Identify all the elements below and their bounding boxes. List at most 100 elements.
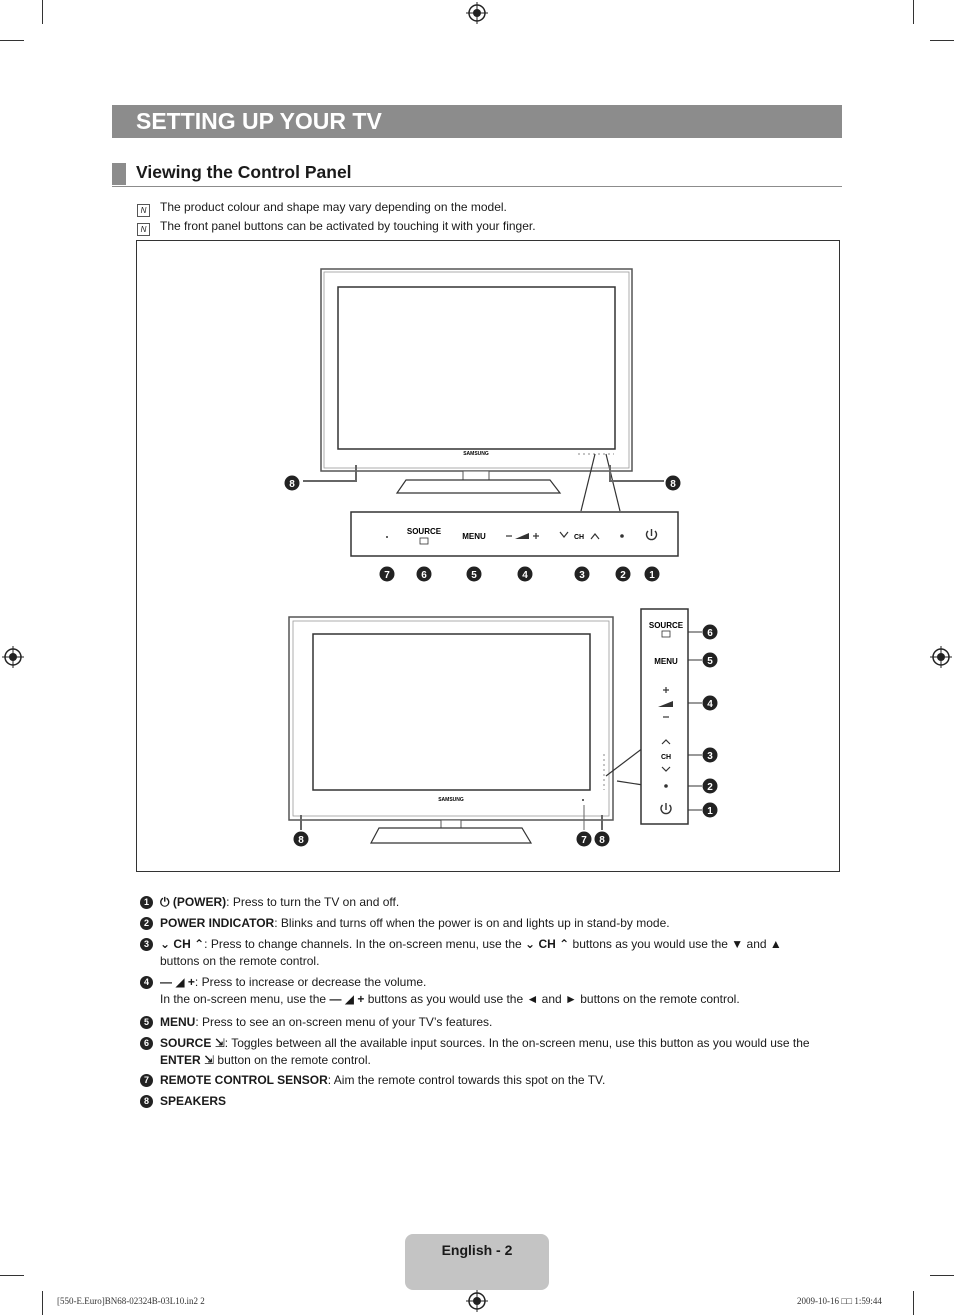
- volume-icon: — ◢ +: [160, 975, 195, 989]
- callout-2: 2: [615, 566, 631, 582]
- item-label: CH: [173, 937, 191, 951]
- item-number: 8: [140, 1095, 153, 1108]
- svg-text:8: 8: [670, 479, 676, 490]
- description-item: 7 REMOTE CONTROL SENSOR: Aim the remote …: [140, 1072, 840, 1089]
- page-number-tab: English - 2: [405, 1234, 549, 1290]
- item-number: 5: [140, 1016, 153, 1029]
- svg-text:8: 8: [599, 835, 605, 846]
- item-text: : Press to turn the TV on and off.: [226, 895, 400, 909]
- svg-text:6: 6: [707, 628, 713, 639]
- callout-3: 3: [702, 747, 718, 763]
- svg-text:3: 3: [707, 751, 713, 762]
- item-label: CH: [538, 937, 556, 951]
- item-text: button on the remote control.: [217, 1053, 371, 1067]
- description-item: 8 SPEAKERS: [140, 1093, 840, 1110]
- svg-text:2: 2: [707, 782, 713, 793]
- svg-text:1: 1: [707, 806, 713, 817]
- item-text: : Aim the remote control towards this sp…: [327, 1073, 606, 1087]
- item-label: REMOTE CONTROL SENSOR: [160, 1073, 328, 1087]
- item-text: : Toggles between all the available inpu…: [224, 1036, 810, 1050]
- callout-7: 7: [379, 566, 395, 582]
- crop-mark: [913, 0, 914, 24]
- chevron-down-icon: ⌄: [160, 937, 171, 951]
- item-number: 2: [140, 917, 153, 930]
- page-title: SETTING UP YOUR TV: [112, 105, 842, 138]
- description-item: 3 ⌄ CH ⌃ : Press to change channels. In t…: [140, 936, 840, 970]
- callout-2: 2: [702, 778, 718, 794]
- section-title: Viewing the Control Panel: [136, 162, 352, 182]
- tv-diagram: SAMSUNG SOURCE MENU CH: [284, 268, 718, 847]
- tv-brand-label: SAMSUNG: [438, 797, 464, 803]
- crop-mark: [0, 40, 24, 41]
- svg-text:1: 1: [649, 570, 655, 581]
- item-text: buttons as you would use the ▼ and ▲: [572, 937, 782, 951]
- horizontal-control-panel: SOURCE MENU CH: [350, 511, 679, 557]
- callout-4: 4: [702, 695, 718, 711]
- tv-front-model-a: SAMSUNG: [303, 268, 664, 512]
- description-item: 4 — ◢ +: Press to increase or decrease t…: [140, 974, 840, 1008]
- svg-text:7: 7: [581, 835, 587, 846]
- item-label: SOURCE: [160, 1036, 212, 1050]
- svg-text:4: 4: [707, 699, 713, 710]
- callout-8: 8: [293, 831, 309, 847]
- print-slug-left: [550-E.Euro]BN68-02324B-03L10.in2 2: [57, 1296, 205, 1306]
- callout-6: 6: [416, 566, 432, 582]
- panel-menu-label: MENU: [654, 657, 678, 666]
- svg-text:8: 8: [289, 479, 295, 490]
- svg-text:3: 3: [579, 570, 585, 581]
- callout-1: 1: [702, 802, 718, 818]
- crop-mark: [913, 1291, 914, 1315]
- svg-text:7: 7: [384, 570, 390, 581]
- item-number: 7: [140, 1074, 153, 1087]
- section-marker: [112, 163, 126, 185]
- description-item: 2 POWER INDICATOR: Blinks and turns off …: [140, 915, 840, 932]
- callout-5: 5: [466, 566, 482, 582]
- tv-brand-label: SAMSUNG: [463, 451, 489, 457]
- callout-7: 7: [576, 831, 592, 847]
- callout-8: 8: [284, 475, 300, 491]
- crop-mark: [930, 1275, 954, 1276]
- description-item: 6 SOURCE ⇲: Toggles between all the avai…: [140, 1035, 840, 1069]
- note-icon: N: [137, 204, 150, 217]
- item-number: 3: [140, 938, 153, 951]
- vertical-control-panel: SOURCE MENU CH: [640, 608, 702, 825]
- item-text: buttons on the remote control.: [160, 954, 320, 968]
- item-number: 4: [140, 976, 153, 989]
- item-text: buttons as you would use the ◄ and ► but…: [367, 992, 740, 1006]
- section-divider: [112, 186, 842, 187]
- item-text: : Press to see an on-screen menu of your…: [195, 1015, 493, 1029]
- svg-text:2: 2: [620, 570, 626, 581]
- svg-text:4: 4: [522, 570, 528, 581]
- source-icon: ⇲: [214, 1036, 225, 1050]
- registration-mark-icon: [466, 2, 488, 24]
- item-label: MENU: [160, 1015, 196, 1029]
- item-text: : Press to change channels. In the on-sc…: [204, 937, 522, 951]
- print-slug-right: 2009-10-16 □□ 1:59:44: [797, 1296, 882, 1306]
- panel-ch-label: CH: [574, 534, 584, 541]
- tv-front-model-b: SAMSUNG: [288, 616, 644, 844]
- callout-1: 1: [644, 566, 660, 582]
- item-number: 6: [140, 1037, 153, 1050]
- enter-icon: ⇲: [204, 1053, 215, 1067]
- crop-mark: [0, 1275, 24, 1276]
- crop-mark: [42, 1291, 43, 1315]
- svg-text:8: 8: [298, 835, 304, 846]
- control-panel-figure: [136, 240, 840, 872]
- registration-mark-icon: [2, 646, 24, 668]
- chevron-down-icon: ⌄: [525, 937, 536, 951]
- item-text: : Press to increase or decrease the volu…: [194, 975, 427, 989]
- description-item: 1 ⏻ (POWER): Press to turn the TV on and…: [140, 894, 840, 911]
- panel-source-label: SOURCE: [407, 527, 442, 536]
- item-text: In the on-screen menu, use the: [160, 992, 327, 1006]
- callout-8: 8: [665, 475, 681, 491]
- crop-mark: [930, 40, 954, 41]
- callout-8: 8: [594, 831, 610, 847]
- item-text: : Blinks and turns off when the power is…: [274, 916, 670, 930]
- chevron-up-icon: ⌃: [559, 937, 570, 951]
- description-item: 5 MENU: Press to see an on-screen menu o…: [140, 1014, 840, 1031]
- callout-5: 5: [702, 652, 718, 668]
- item-label: ENTER: [160, 1053, 201, 1067]
- panel-source-label: SOURCE: [649, 621, 684, 630]
